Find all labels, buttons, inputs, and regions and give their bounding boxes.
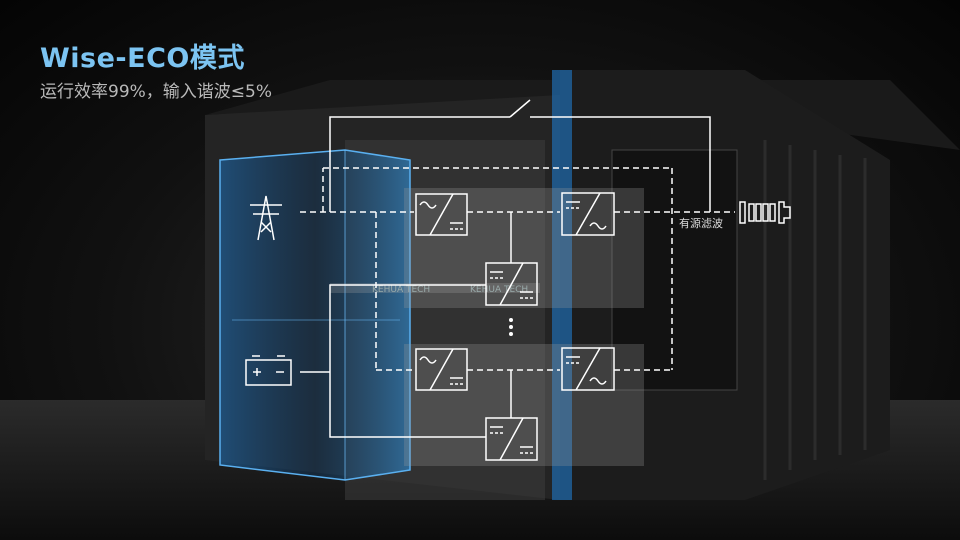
page-subtitle: 运行效率99%，输入谐波≤5% xyxy=(40,82,272,102)
brand-label-1: KEHUA TECH xyxy=(372,285,430,295)
dcdc-2 xyxy=(485,417,538,461)
bypass-switch xyxy=(509,99,531,118)
right-rack-stripes xyxy=(763,140,867,480)
grid-tower-icon xyxy=(250,195,282,241)
load-icon xyxy=(739,201,791,224)
door-panel xyxy=(611,149,738,391)
ellipsis-dots xyxy=(509,318,513,336)
glowing-cabinet xyxy=(219,149,411,481)
page-title: Wise-ECO模式 xyxy=(40,43,245,74)
active-filter-label: 有源滤波 xyxy=(679,216,723,230)
dcdc-1 xyxy=(485,262,538,306)
inverter-2 xyxy=(561,347,615,391)
brand-label-2: KEHUA TECH xyxy=(470,285,528,295)
rectifier-2 xyxy=(415,348,468,391)
rectifier-1 xyxy=(415,193,468,236)
module-panel-1 xyxy=(404,188,644,308)
battery-icon xyxy=(245,355,292,386)
power-lines xyxy=(300,99,735,438)
blue-column xyxy=(552,70,572,500)
inverter-1 xyxy=(561,192,615,236)
